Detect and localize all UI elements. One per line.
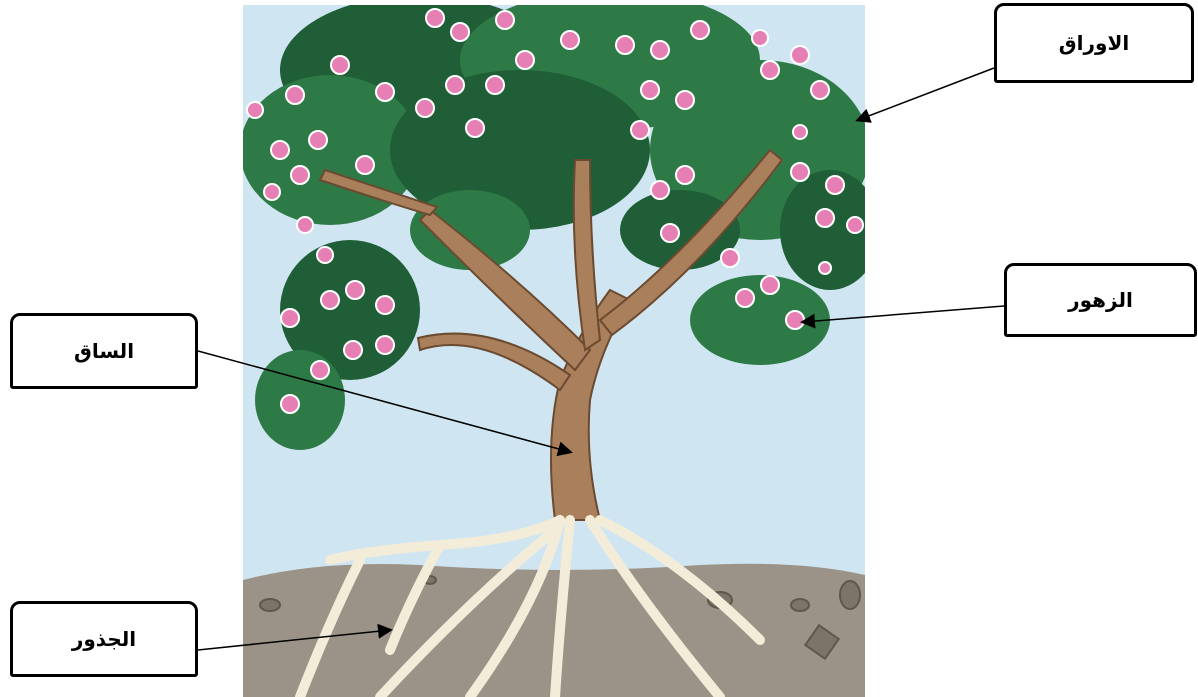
label-box-leaves: الاوراق xyxy=(994,3,1194,83)
tree-illustration xyxy=(240,0,880,697)
label-flowers: الزهور xyxy=(1068,288,1133,312)
label-stem: الساق xyxy=(74,339,134,363)
label-box-flowers: الزهور xyxy=(1004,263,1197,337)
label-roots: الجذور xyxy=(72,627,136,651)
arrow-leaves xyxy=(858,68,994,120)
label-box-roots: الجذور xyxy=(10,601,198,677)
label-leaves: الاوراق xyxy=(1059,31,1129,55)
label-box-stem: الساق xyxy=(10,313,198,389)
